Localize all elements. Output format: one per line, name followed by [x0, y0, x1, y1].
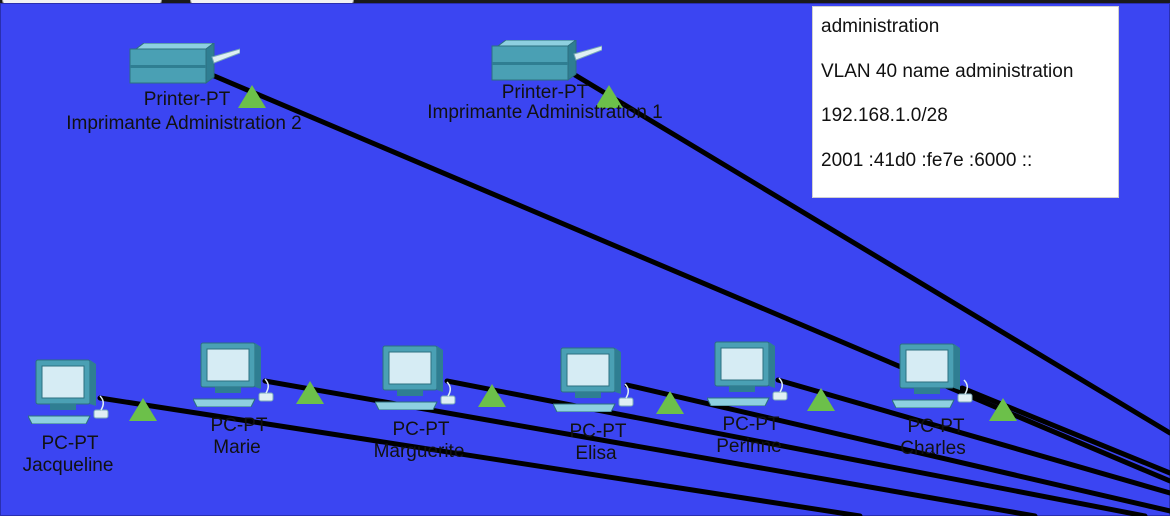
- pc-device[interactable]: [891, 342, 976, 409]
- note-line: 192.168.1.0/28: [821, 105, 948, 126]
- device-name-label: Perinne: [716, 436, 782, 457]
- device-model-label: PC-PT: [907, 416, 965, 437]
- pc-device[interactable]: [192, 341, 277, 408]
- link-cable[interactable]: [959, 385, 1170, 476]
- pc-icon: [374, 345, 456, 411]
- pc-device[interactable]: [374, 344, 459, 411]
- device-model-label: PC-PT: [722, 414, 780, 435]
- printer-device[interactable]: [490, 39, 603, 84]
- link-status-up-icon: [296, 381, 324, 404]
- network-links: [97, 69, 1170, 516]
- note-box[interactable]: administration VLAN 40 name administrati…: [812, 6, 1119, 198]
- pc-icon: [706, 341, 788, 407]
- device-model-label: PC-PT: [569, 421, 627, 442]
- link-cable[interactable]: [444, 378, 1148, 516]
- device-model-label: PC-PT: [210, 415, 268, 436]
- link-status-up-icon: [807, 388, 835, 411]
- device-name-label: Elisa: [575, 443, 617, 464]
- device-name-label: Jacqueline: [22, 455, 114, 476]
- device-name-label: Marie: [213, 437, 261, 458]
- pc-device[interactable]: [706, 340, 791, 407]
- device-model-label: PC-PT: [41, 433, 99, 454]
- link-status-up-icon: [238, 85, 266, 108]
- printer-icon: [129, 42, 241, 84]
- device-model-label: Printer-PT: [501, 82, 589, 103]
- pc-icon: [552, 347, 634, 413]
- note-line: administration: [821, 16, 940, 37]
- note-line: VLAN 40 name administration: [821, 61, 1074, 82]
- link-cable[interactable]: [567, 69, 1170, 436]
- link-status-up-icon: [478, 384, 506, 407]
- device-name-label: Imprimante Administration 1: [427, 102, 663, 123]
- device-model-label: Printer-PT: [143, 89, 231, 110]
- note-line: 2001 :41d0 :fe7e :6000 ::: [821, 150, 1033, 171]
- device-model-label: PC-PT: [392, 419, 450, 440]
- link-cable[interactable]: [624, 382, 1170, 514]
- pc-device[interactable]: [552, 346, 637, 413]
- pc-icon: [27, 359, 109, 425]
- link-status-up-icon: [656, 391, 684, 414]
- link-status-up-icon: [989, 398, 1017, 421]
- printer-icon: [491, 39, 603, 81]
- printer-device[interactable]: [128, 42, 241, 87]
- link-cable[interactable]: [775, 377, 1170, 496]
- device-name-label: Charles: [900, 438, 966, 459]
- link-status-up-icon: [595, 85, 623, 108]
- link-status-up-icon: [129, 398, 157, 421]
- pc-icon: [192, 342, 274, 408]
- pc-icon: [891, 343, 973, 409]
- device-name-label: Marguerite: [373, 441, 465, 462]
- device-name-label: Imprimante Administration 2: [66, 113, 302, 134]
- pc-device[interactable]: [27, 358, 112, 425]
- link-cable[interactable]: [97, 395, 863, 516]
- logical-workspace[interactable]: Printer-PT Imprimante Administration 2 P…: [0, 3, 1170, 516]
